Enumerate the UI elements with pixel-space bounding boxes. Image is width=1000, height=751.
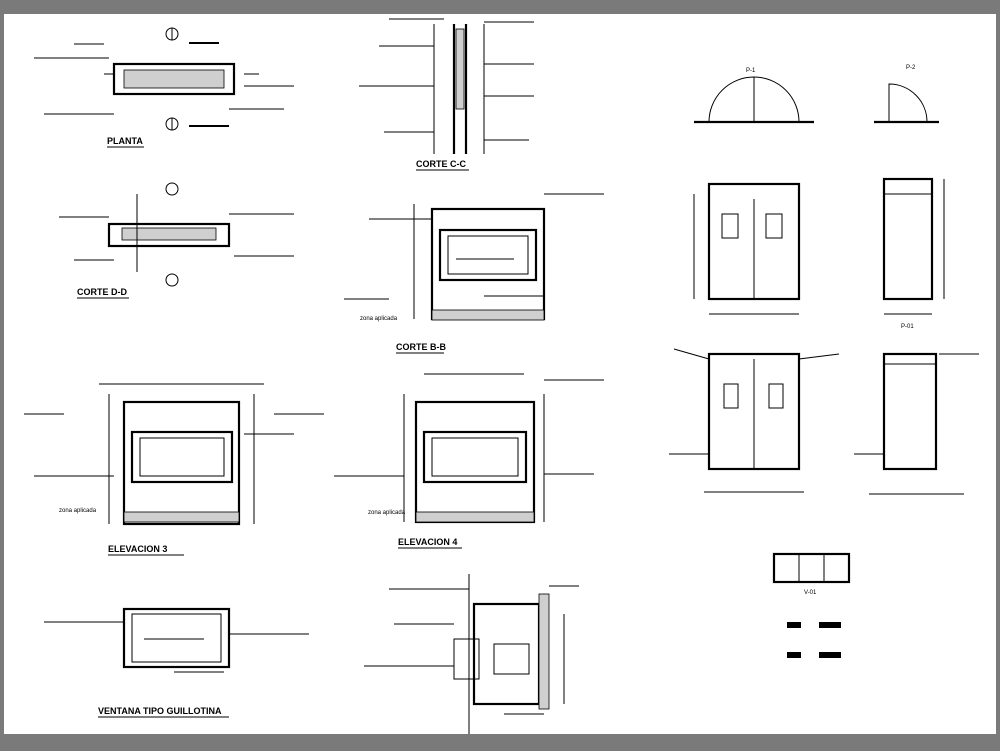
label-v01: V-01 bbox=[804, 590, 817, 596]
door-structure-views bbox=[669, 348, 979, 495]
elevacion-3-view: zona aplicada ELEVACION 3 bbox=[24, 383, 324, 556]
title-elevacion-4: ELEVACION 4 bbox=[398, 537, 457, 547]
label-p01: P-01 bbox=[901, 324, 914, 330]
v01-view: V-01 bbox=[772, 552, 851, 658]
wall-detail-view bbox=[364, 574, 579, 734]
door-elevations: P-01 bbox=[693, 177, 945, 330]
elevacion-4-view: zona aplicada ELEVACION 4 bbox=[334, 373, 604, 549]
door-plan-views: P-1 P-2 bbox=[694, 65, 939, 124]
corte-dd-view: CORTE D-D bbox=[59, 182, 294, 299]
corte-bb-view: zona aplicada CORTE B-B bbox=[344, 193, 604, 354]
planta-view: PLANTA bbox=[34, 27, 294, 148]
cad-drawing: PLANTA CORTE C-C CORTE D-D bbox=[24, 18, 979, 734]
title-corte-dd: CORTE D-D bbox=[77, 287, 127, 297]
title-corte-cc: CORTE C-C bbox=[416, 159, 466, 169]
title-elevacion-3: ELEVACION 3 bbox=[108, 544, 167, 554]
label-p2-top: P-2 bbox=[906, 65, 916, 71]
note-zona-e4: zona aplicada bbox=[368, 510, 406, 516]
label-p1-top: P-1 bbox=[746, 68, 756, 74]
corte-cc-view: CORTE C-C bbox=[359, 18, 534, 171]
note-zona-e3: zona aplicada bbox=[59, 508, 97, 514]
ventana-guillotina-view: VENTANA TIPO GUILLOTINA bbox=[44, 607, 309, 718]
title-corte-bb: CORTE B-B bbox=[396, 342, 446, 352]
title-planta: PLANTA bbox=[107, 136, 143, 146]
note-zona-bb: zona aplicada bbox=[360, 316, 398, 322]
title-ventana: VENTANA TIPO GUILLOTINA bbox=[98, 706, 222, 716]
